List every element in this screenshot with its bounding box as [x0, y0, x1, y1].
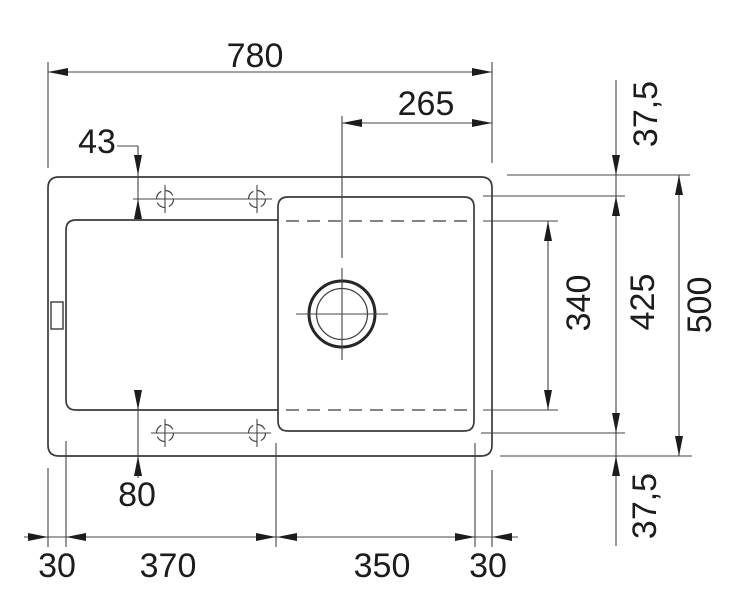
sink-outer-outline	[47, 176, 493, 457]
dim-drainboard-bottom-gap-label: 80	[118, 476, 156, 514]
arrow-left-icon	[66, 533, 86, 541]
arrow-up-icon	[134, 199, 142, 219]
dim-bowl-inner-length: 340	[544, 221, 598, 410]
dim-overall-depth-label: 500	[681, 277, 719, 334]
dim-bottom-margin-label: 37,5	[626, 473, 664, 539]
dim-overall-depth: 500	[675, 175, 719, 456]
dim-overall-width-label: 780	[227, 37, 284, 75]
arrow-down-icon	[612, 413, 620, 433]
arrow-down-icon	[544, 390, 552, 410]
arrow-left-icon	[492, 533, 512, 541]
arrow-up-icon	[544, 221, 552, 241]
arrow-down-icon	[675, 436, 683, 456]
arrow-down-icon	[134, 155, 142, 175]
arrow-right-icon	[256, 533, 276, 541]
arrow-right-icon	[455, 533, 475, 541]
dim-hole-span-label: 425	[624, 274, 662, 331]
dim-bottom-row: 30 370 350 30	[24, 533, 518, 585]
dim-top-margin-label: 37,5	[627, 81, 665, 147]
dim-bowl-width-label: 350	[354, 547, 411, 585]
dim-drain-offset: 265	[342, 85, 492, 127]
dim-drainboard-bottom-gap: 80	[118, 390, 156, 514]
dim-drain-offset-label: 265	[398, 85, 455, 123]
arrow-up-icon	[675, 175, 683, 195]
dim-hole-top-offset-label: 43	[78, 123, 116, 161]
arrow-left-icon	[342, 119, 362, 127]
overflow-marker	[50, 301, 64, 330]
dim-bowl-inner-length-label: 340	[560, 275, 598, 332]
dim-hole-top-offset: 43	[78, 123, 142, 220]
dim-overall-width: 780	[48, 37, 492, 76]
drainboard-outline	[65, 219, 278, 411]
arrow-left-icon	[277, 533, 297, 541]
dim-left-edge-label: 30	[38, 547, 76, 585]
dim-right-edge-label: 30	[469, 547, 507, 585]
arrow-right-icon	[28, 533, 48, 541]
arrow-down-icon	[612, 155, 620, 175]
dim-right-column: 37,5 425 37,5	[612, 80, 665, 546]
dim-drainboard-width-label: 370	[140, 547, 197, 585]
arrow-down-icon	[134, 390, 142, 410]
bowl-outline	[277, 196, 475, 432]
arrow-right-icon	[472, 119, 492, 127]
arrow-up-icon	[612, 456, 620, 476]
arrow-up-icon	[134, 456, 142, 476]
arrow-up-icon	[612, 196, 620, 216]
arrow-left-icon	[48, 68, 68, 76]
arrow-right-icon	[472, 68, 492, 76]
